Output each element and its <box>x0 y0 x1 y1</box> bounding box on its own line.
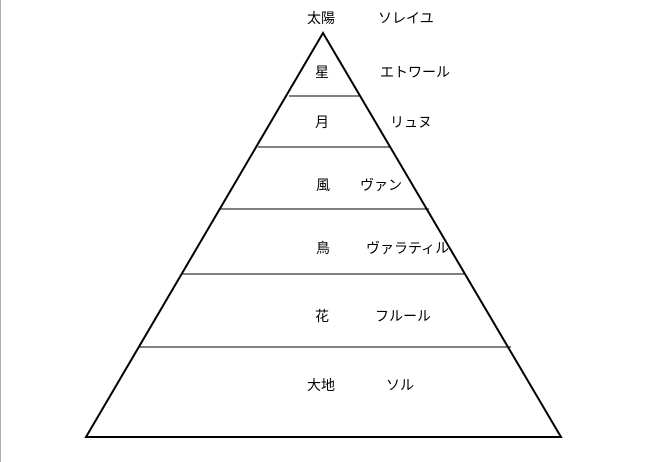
tier-katakana-label: ヴァラティル <box>366 241 450 257</box>
tier-katakana-label: エトワール <box>380 65 450 81</box>
tier-kanji-label: 花 <box>315 309 329 325</box>
tier-kanji-label: 鳥 <box>316 241 330 257</box>
tier-katakana-label: フルール <box>375 309 431 325</box>
tier-kanji-label: 大地 <box>307 378 335 394</box>
tier-kanji-label: 月 <box>315 115 329 131</box>
tier-katakana-label: リュヌ <box>390 115 432 131</box>
tier-kanji-label: 風 <box>316 178 330 194</box>
tier-kanji-label: 星 <box>315 65 329 81</box>
apex-kanji-label: 太陽 <box>307 11 335 27</box>
pyramid-outline <box>84 31 563 438</box>
window-edge <box>0 0 1 462</box>
tier-katakana-label: ソル <box>386 378 414 394</box>
apex-katakana-label: ソレイユ <box>378 11 434 27</box>
tier-katakana-label: ヴァン <box>360 178 402 194</box>
